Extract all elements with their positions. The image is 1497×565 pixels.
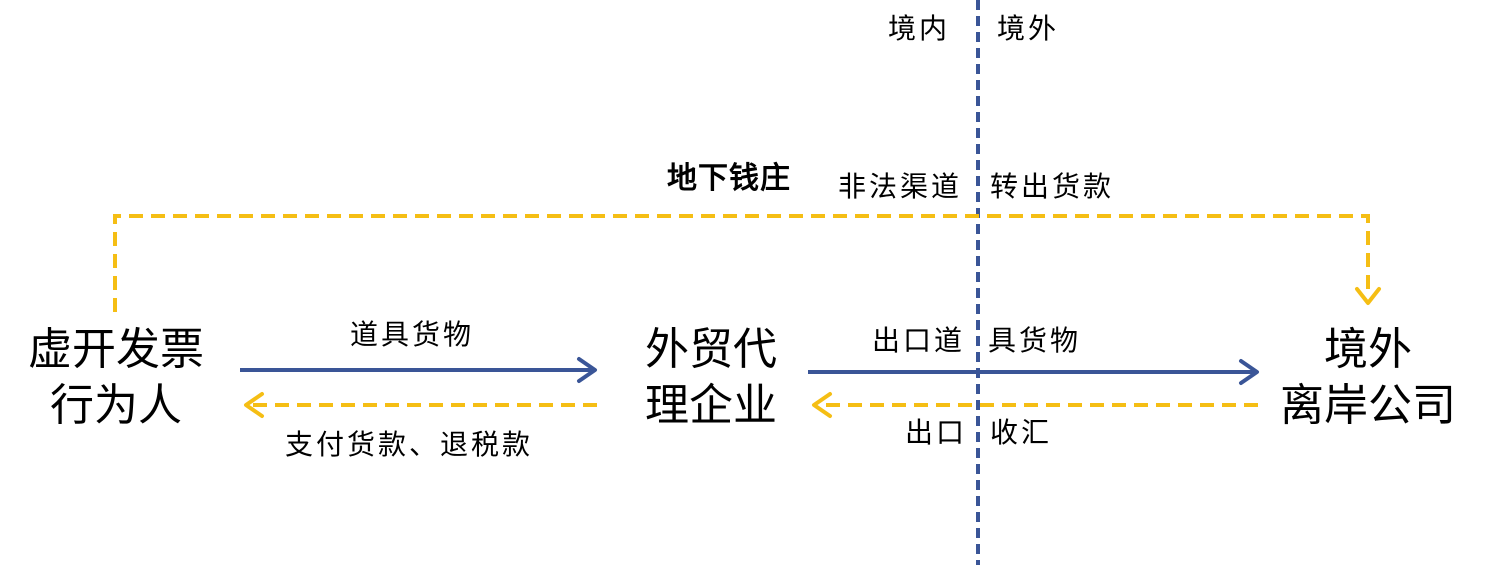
node-trade-agent: 外贸代 理企业 (626, 322, 796, 434)
flow-label-export-fx-left: 出口 (905, 416, 968, 449)
arrowhead-issuer-to-agent (577, 357, 597, 383)
node-trade-agent-line-1: 外贸代 (645, 324, 777, 375)
underground-bank-arrowhead (1355, 287, 1381, 305)
node-offshore-company-line-1: 境外 (1324, 324, 1412, 375)
region-label-domestic: 境内 (888, 12, 951, 45)
underground-bank-route (113, 214, 1370, 312)
arrowhead-offshore-to-agent (812, 392, 832, 418)
flow-label-issuer-to-agent: 道具货物 (350, 318, 475, 351)
underground-bank-path-right: 转出货款 (990, 170, 1115, 203)
underground-bank-label: 地下钱庄 (667, 161, 791, 196)
region-label-overseas: 境外 (997, 12, 1060, 45)
node-invoice-issuer-line-1: 虚开发票 (28, 324, 204, 375)
node-invoice-issuer: 虚开发票 行为人 (10, 322, 222, 434)
flow-label-export-fx-right: 收汇 (990, 416, 1053, 449)
node-invoice-issuer-line-2: 行为人 (50, 380, 182, 431)
flow-label-agent-to-issuer: 支付货款、退税款 (285, 428, 534, 461)
node-trade-agent-line-2: 理企业 (645, 380, 777, 431)
flow-label-export-goods-left: 出口道 (872, 324, 966, 357)
node-offshore-company: 境外 离岸公司 (1262, 322, 1474, 434)
arrowhead-agent-to-offshore (1239, 359, 1259, 385)
arrowhead-agent-to-issuer (244, 392, 264, 418)
flow-label-export-goods-right: 具货物 (988, 324, 1082, 357)
node-offshore-company-line-2: 离岸公司 (1280, 380, 1456, 431)
underground-bank-path-left: 非法渠道 (838, 170, 963, 203)
